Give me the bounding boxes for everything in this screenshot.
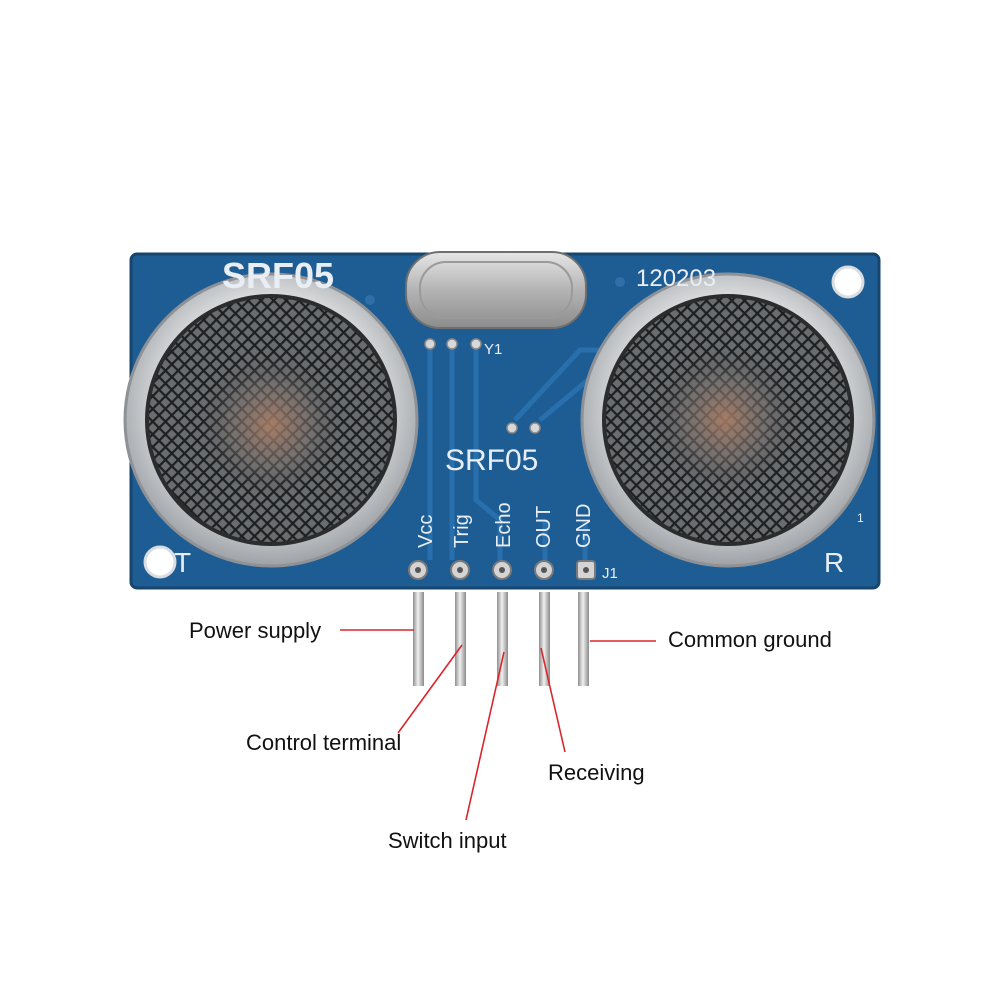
callout-power-supply: Power supply — [189, 618, 321, 643]
crystal-oscillator — [405, 251, 587, 329]
pin-label-vcc: Vcc — [415, 515, 437, 548]
header-pins — [413, 592, 589, 686]
transmitter-mark: T — [174, 547, 191, 578]
leader-control-terminal — [397, 644, 463, 734]
crystal-label: Y1 — [484, 341, 502, 358]
callout-receiving: Receiving — [548, 760, 645, 785]
connector-label: J1 — [602, 565, 618, 582]
receiver-mark: R — [824, 547, 844, 578]
leader-receiving — [540, 647, 566, 753]
pin-label-out: OUT — [533, 506, 555, 548]
pin-gnd — [578, 592, 589, 686]
pin-vcc — [413, 592, 424, 686]
transmitter-transducer — [123, 272, 419, 568]
model-label-center: SRF05 — [445, 444, 538, 477]
pin-out — [539, 592, 550, 686]
pin-pads — [408, 560, 596, 580]
callout-common-ground: Common ground — [668, 627, 832, 652]
callout-switch-input: Switch input — [388, 828, 507, 853]
pin-trig — [455, 592, 466, 686]
board-code: 120203 — [636, 265, 716, 292]
pin1-mark: 1 — [857, 511, 864, 525]
leader-switch-input — [465, 651, 505, 821]
pin-label-trig: Trig — [451, 514, 473, 548]
model-label-top: SRF05 — [222, 255, 334, 296]
mount-hole-bottom-left — [143, 545, 177, 579]
pin-echo — [497, 592, 508, 686]
pin-label-gnd: GND — [573, 504, 595, 548]
leader-lines — [340, 629, 656, 821]
mount-hole-top-right — [831, 265, 865, 299]
callout-control-terminal: Control terminal — [246, 730, 401, 755]
receiver-transducer — [580, 272, 876, 568]
pin-label-echo: Echo — [493, 502, 515, 548]
